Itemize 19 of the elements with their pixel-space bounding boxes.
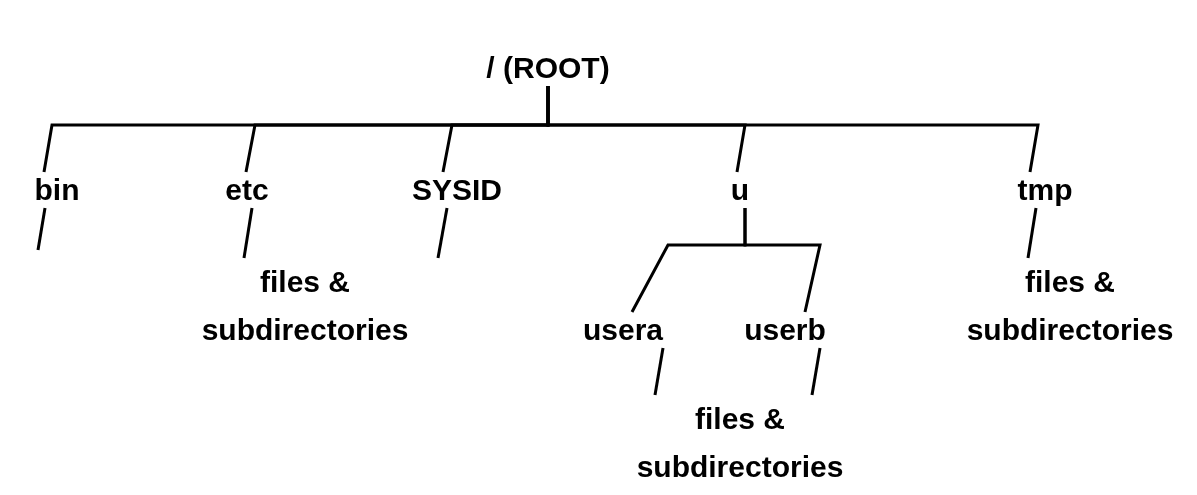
connector-line [743,208,822,313]
connector-line [810,347,822,396]
connector-line [653,347,665,396]
directory-label: usera [573,312,673,348]
connector-line [242,207,254,259]
connector-line [546,86,1040,173]
directory-label: files & subdirectories [595,395,885,491]
connector-line [436,207,449,259]
directory-label: u [720,172,760,208]
directory-label: bin [22,172,92,208]
directory-label: tmp [1005,172,1085,208]
directory-label: etc [212,172,282,208]
directory-label: SYSID [392,172,522,208]
directory-label: userb [735,312,835,348]
directory-label: files & subdirectories [950,258,1190,354]
directory-label: / (ROOT) [463,50,633,86]
connector-line [1026,207,1038,259]
connector-line [36,207,47,251]
directory-label: files & subdirectories [160,258,450,354]
